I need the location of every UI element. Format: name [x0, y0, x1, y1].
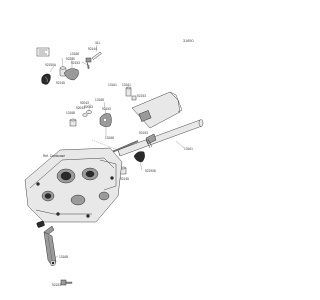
pedal-bolt-part	[60, 279, 73, 286]
callout-label: 92145	[56, 81, 65, 85]
callout-label: 92153	[71, 61, 80, 65]
washer-part	[82, 110, 92, 117]
callout-label: 13168	[105, 136, 114, 140]
callout-label: 13161	[122, 83, 131, 87]
collar-part-3	[69, 118, 77, 127]
callout-label: 92145	[120, 177, 129, 181]
cross-reference-label: Ref. Crankcase	[43, 154, 65, 158]
callout-label: 311	[95, 41, 100, 45]
shift-pedal-part	[36, 220, 57, 267]
return-spring-part	[111, 140, 139, 153]
callout-label: 13168	[70, 52, 79, 56]
cam-part	[63, 68, 79, 81]
callout-label: 13161	[184, 147, 193, 151]
callout-label: 92200	[66, 57, 75, 61]
selector-cam-part	[133, 151, 145, 163]
crankcase-part	[24, 147, 123, 223]
callout-label: 13168	[95, 98, 104, 102]
callout-label: 921908	[145, 169, 156, 173]
callout-label: 92153	[139, 131, 148, 135]
callout-label: 92153	[102, 107, 111, 111]
callout-label: 92043	[80, 101, 89, 105]
callout-label: 92043	[76, 106, 85, 110]
bolt-part	[81, 57, 92, 70]
positioning-lever-part	[99, 113, 112, 127]
spring-clip-part	[41, 73, 51, 85]
callout-label: 92150A	[45, 63, 57, 67]
callout-label: 13161	[108, 83, 117, 87]
callout-label: 92144	[88, 47, 97, 51]
shift-shaft-part	[117, 91, 204, 157]
callout-label: 92153	[52, 283, 61, 287]
callout-label: 92153	[137, 94, 146, 98]
callout-label: 13168	[59, 255, 68, 259]
collar-part-2	[131, 95, 137, 101]
reference-code: 31850	[183, 39, 194, 43]
kawasaki-seal-icon	[36, 47, 50, 57]
dashed-leader	[91, 139, 119, 151]
stopper-bolt-part	[125, 86, 132, 97]
callout-label: 92043	[84, 105, 93, 109]
pin-part	[91, 51, 102, 60]
parts-diagram: 31850 311 92144 13168 92200 92153 92150A…	[24, 39, 204, 287]
callout-label: 13168	[66, 111, 75, 115]
